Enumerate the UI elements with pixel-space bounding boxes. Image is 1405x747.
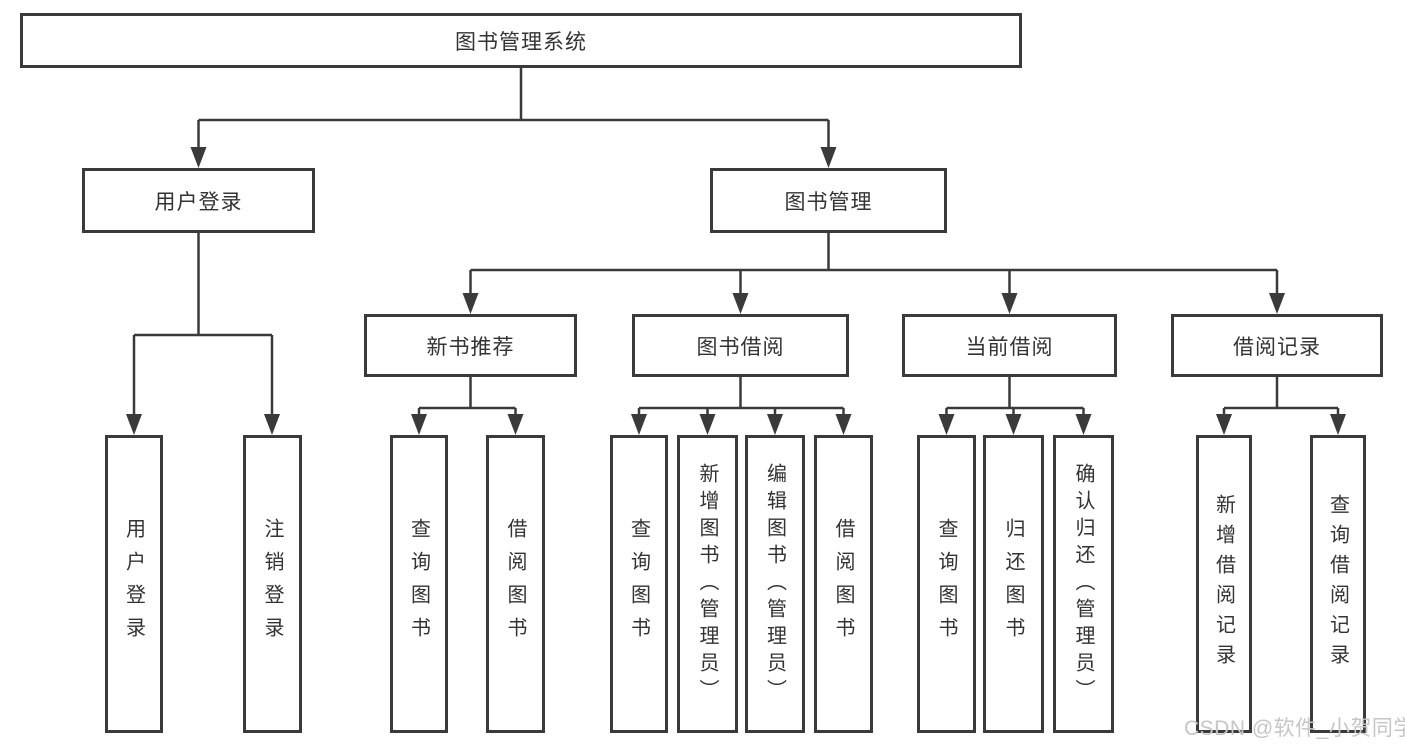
node-current-borrowing: 当前借阅: [902, 314, 1117, 377]
leaf-user-login: 用户登录: [105, 435, 163, 733]
arrow-down-icon: [126, 414, 142, 435]
leaf-return-books: 归还图书: [983, 435, 1044, 733]
connector-current-borrow-to-children: [945, 377, 1085, 416]
arrow-down-icon: [1216, 414, 1232, 435]
arrow-down-icon: [938, 414, 955, 435]
arrow-down-icon: [835, 414, 852, 435]
leaf-borrow-books-recommend: 借阅图书: [486, 435, 545, 733]
node-book-borrowing: 图书借阅: [632, 314, 849, 377]
leaf-query-books-borrow: 查询图书: [610, 435, 668, 733]
leaf-confirm-return-admin: 确认归还（管理员）: [1053, 435, 1114, 733]
leaf-borrow-books: 借阅图书: [814, 435, 873, 733]
connector-book-borrow-to-children: [637, 377, 845, 416]
arrow-down-icon: [462, 293, 479, 314]
leaf-query-borrow-record: 查询借阅记录: [1310, 435, 1366, 733]
connector-borrow-records-to-children: [1222, 377, 1340, 416]
arrow-down-icon: [820, 147, 837, 168]
arrow-down-icon: [767, 414, 783, 435]
arrow-down-icon: [1005, 414, 1022, 435]
arrow-down-icon: [507, 414, 524, 435]
arrow-down-icon: [411, 414, 427, 435]
arrow-down-icon: [631, 414, 647, 435]
arrowheads: [126, 147, 1346, 435]
arrow-down-icon: [699, 414, 716, 435]
arrow-down-icon: [1269, 293, 1285, 314]
node-book-management: 图书管理: [710, 168, 947, 233]
leaf-query-books-current: 查询图书: [917, 435, 976, 733]
node-root-system: 图书管理系统: [20, 13, 1022, 68]
arrow-down-icon: [1075, 414, 1092, 435]
node-borrow-records: 借阅记录: [1171, 314, 1383, 377]
leaf-logout: 注销登录: [243, 435, 302, 733]
node-user-login: 用户登录: [82, 168, 315, 233]
arrow-down-icon: [264, 414, 280, 435]
arrow-down-icon: [732, 293, 749, 314]
csdn-watermark: CSDN @软件_小贺同学: [1184, 717, 1405, 740]
leaf-add-borrow-record: 新增借阅记录: [1196, 435, 1252, 733]
arrow-down-icon: [1330, 414, 1346, 435]
connector-new-book-to-children: [417, 377, 517, 416]
connector-root-to-level2: [197, 68, 830, 150]
leaf-edit-books-admin: 编辑图书（管理员）: [745, 435, 805, 733]
leaf-query-books-recommend: 查询图书: [390, 435, 448, 733]
leaf-add-books-admin: 新增图书（管理员）: [677, 435, 738, 733]
connector-book-management-to-level3: [469, 233, 1279, 296]
arrow-down-icon: [1001, 293, 1018, 314]
node-new-book-recommend: 新书推荐: [364, 314, 577, 377]
connector-user-login-to-children: [132, 233, 274, 416]
arrow-down-icon: [190, 147, 207, 168]
